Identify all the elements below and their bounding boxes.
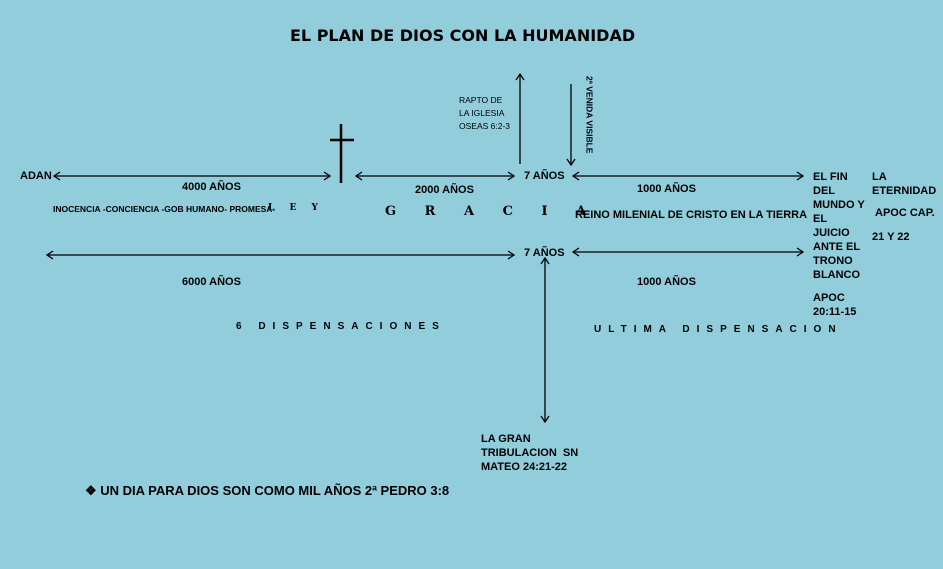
label-eternidad: LA ETERNIDAD (872, 171, 937, 197)
label-tribulacion: LA GRAN TRIBULACION SN MATEO 24:21-22 (481, 433, 579, 473)
label-apoc-cap: APOC CAP. (875, 207, 935, 219)
label-ley: L E Y (268, 203, 324, 213)
label-6-dispensaciones: 6 DISPENSACIONES (236, 321, 446, 332)
footnote-text: UN DIA PARA DIOS SON COMO MIL AÑOS 2ª PE… (100, 483, 450, 498)
arrow-venida-down (566, 84, 576, 167)
label-ultima-dispensacion: ULTIMA DISPENSACION (594, 324, 843, 335)
page-title: EL PLAN DE DIOS CON LA HUMANIDAD (290, 26, 636, 45)
arrow-2000 (354, 171, 516, 181)
label-1000-bottom: 1000 AÑOS (637, 276, 696, 288)
label-venida: 2ª VENIDA VISIBLE (584, 76, 595, 154)
label-dispensations-list: INOCENCIA -CONCIENCIA -GOB HUMANO- PROME… (53, 204, 276, 214)
label-rapto: RAPTO DE LA IGLESIA OSEAS 6:2-3 (459, 95, 511, 131)
label-reino: REINO MILENIAL DE CRISTO EN LA TIERRA (575, 209, 808, 221)
cross-icon (330, 124, 354, 183)
label-6000: 6000 AÑOS (182, 276, 241, 288)
label-2000: 2000 AÑOS (415, 184, 474, 196)
label-7-anos-top: 7 AÑOS (524, 170, 565, 182)
arrow-1000-top (571, 171, 805, 181)
arrow-4000 (52, 171, 332, 181)
arrow-6000 (45, 250, 516, 260)
arrow-rapto-up (515, 72, 525, 164)
label-apoc-20: APOC 20:11-15 (813, 292, 857, 318)
label-1000-top: 1000 AÑOS (637, 183, 696, 195)
arrow-tribulacion (540, 256, 550, 424)
label-adan: ADAN (20, 170, 52, 182)
label-4000: 4000 AÑOS (182, 181, 241, 193)
arrow-1000-bottom (571, 247, 805, 257)
label-fin-del-mundo: EL FIN DEL MUNDO Y EL JUICIO ANTE EL TRO… (813, 171, 865, 281)
diamond-bullet-icon: ❖ (85, 483, 101, 498)
label-7-anos-bottom: 7 AÑOS (524, 247, 565, 259)
label-gracia: G R A C I A (385, 204, 599, 219)
footnote: ❖ UN DIA PARA DIOS SON COMO MIL AÑOS 2ª … (85, 484, 449, 497)
label-21-22: 21 Y 22 (872, 231, 910, 243)
